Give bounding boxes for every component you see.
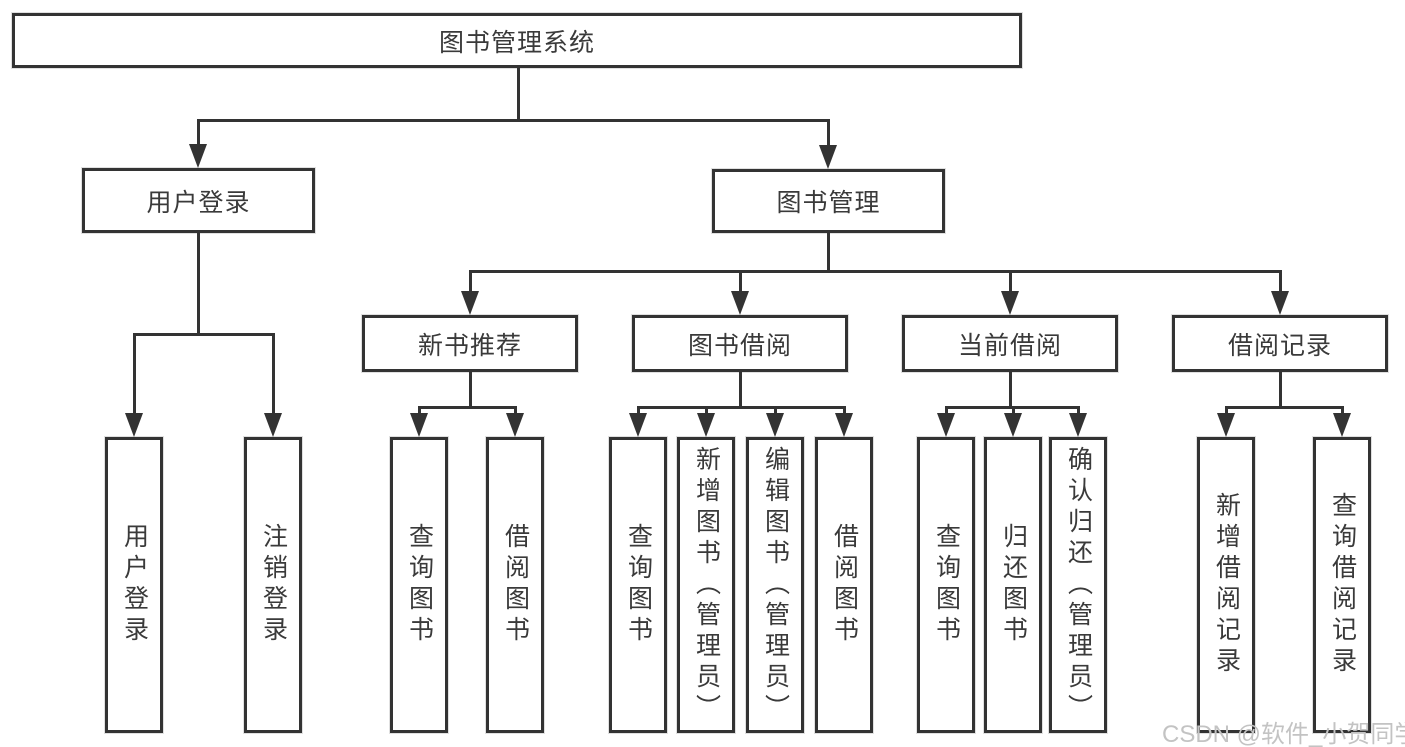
connector-arrow-shaft [1009,270,1012,297]
node-library-management-system: 图书管理系统 [12,13,1022,68]
arrow-down-icon [731,291,749,315]
node-borrowing-records: 借阅记录 [1172,315,1388,372]
node-book-borrowing: 图书借阅 [632,315,848,372]
arrow-down-icon [629,413,647,437]
node-new-book-recommendation: 新书推荐 [362,315,578,372]
arrow-down-icon [410,413,428,437]
connector-line [739,372,742,407]
connector-arrow-shaft [945,406,948,419]
arrow-down-icon [766,413,784,437]
arrow-down-icon [937,413,955,437]
leaf-return-book: 归还图书 [984,437,1042,733]
leaf-add-borrow-record: 新增借阅记录 [1197,437,1255,733]
connector-line [469,270,1282,273]
connector-arrow-shaft [1012,406,1015,419]
arrow-down-icon [125,413,143,437]
leaf-logout: 注销登录 [244,437,302,733]
connector-arrow-shaft [739,270,742,297]
connector-line [1225,406,1344,409]
connector-arrow-shaft [1077,406,1080,419]
connector-line [197,119,830,122]
connector-line [469,372,472,407]
connector-line [637,406,846,409]
leaf-borrow-books-recommend: 借阅图书 [486,437,544,733]
connector-arrow-shaft [469,270,472,297]
leaf-borrow-books-borrowing: 借阅图书 [815,437,873,733]
arrow-down-icon [189,144,207,168]
arrow-down-icon [1217,413,1235,437]
arrow-down-icon [1333,413,1351,437]
connector-line [517,68,520,120]
connector-line [827,233,830,271]
node-current-borrowing: 当前借阅 [902,315,1118,372]
leaf-confirm-return-admin: 确认归还（管理员） [1049,437,1107,733]
leaf-query-books-recommend: 查询图书 [390,437,448,733]
arrow-down-icon [835,413,853,437]
connector-arrow-shaft [1279,270,1282,297]
node-book-management: 图书管理 [712,169,945,233]
connector-arrow-shaft [843,406,846,419]
connector-line [418,406,517,409]
arrow-down-icon [264,413,282,437]
connector-arrow-shaft [197,119,200,150]
arrow-down-icon [819,145,837,169]
arrow-down-icon [1004,413,1022,437]
connector-arrow-shaft [1341,406,1344,419]
connector-arrow-shaft [514,406,517,419]
connector-arrow-shaft [1225,406,1228,419]
arrow-down-icon [506,413,524,437]
arrow-down-icon [1271,291,1289,315]
connector-line [1009,372,1012,407]
arrow-down-icon [1069,413,1087,437]
connector-line [197,233,200,334]
connector-arrow-shaft [705,406,708,419]
connector-arrow-shaft [637,406,640,419]
csdn-watermark: CSDN @软件_小贺同学 [1162,721,1405,747]
connector-arrow-shaft [133,333,136,419]
leaf-query-books-borrowing: 查询图书 [609,437,667,733]
connector-arrow-shaft [272,333,275,419]
leaf-query-borrow-record: 查询借阅记录 [1313,437,1371,733]
leaf-user-login: 用户登录 [105,437,163,733]
arrow-down-icon [461,291,479,315]
connector-arrow-shaft [827,119,830,151]
leaf-add-book-admin: 新增图书（管理员） [677,437,735,733]
connector-arrow-shaft [418,406,421,419]
connector-arrow-shaft [774,406,777,419]
node-user-login: 用户登录 [82,168,315,233]
arrow-down-icon [697,413,715,437]
leaf-edit-book-admin: 编辑图书（管理员） [746,437,804,733]
arrow-down-icon [1001,291,1019,315]
leaf-query-books-current: 查询图书 [917,437,975,733]
connector-line [133,333,275,336]
connector-line [1279,372,1282,407]
